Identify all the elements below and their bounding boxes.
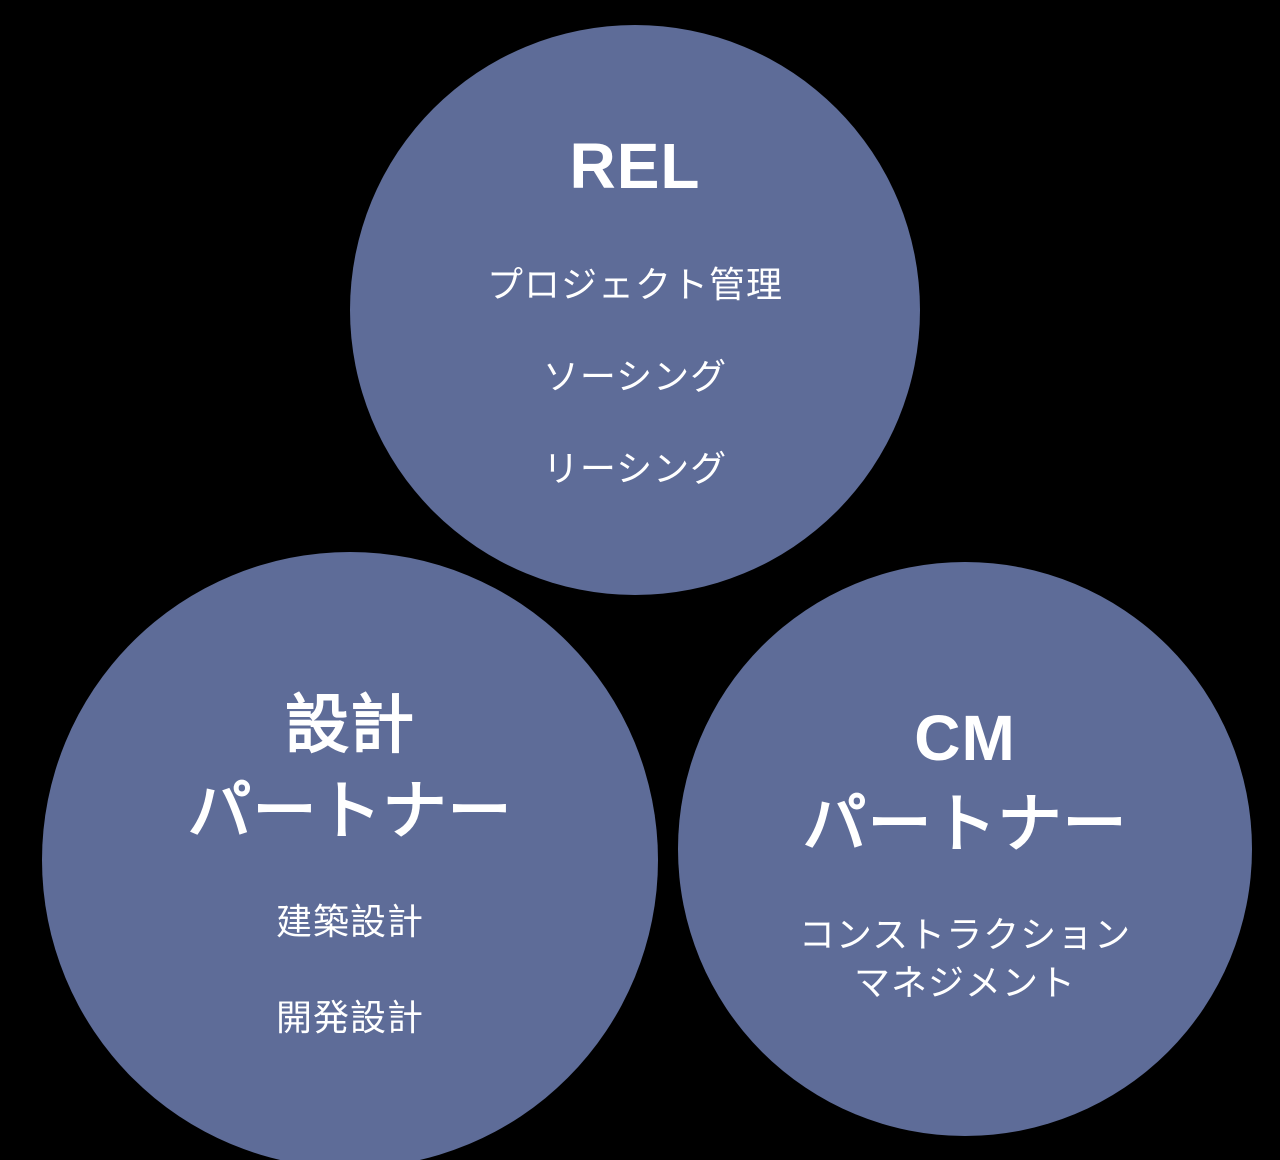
circle-rel: REL プロジェクト管理 ソーシング リーシング: [350, 25, 920, 595]
circle-cm-partner: CM パートナー コンストラクション マネジメント: [678, 562, 1252, 1136]
circle-cm-partner-item-construction-management: コンストラクション マネジメント: [799, 915, 1131, 1003]
circle-design-partner: 設計 パートナー 建築設計 開発設計: [42, 552, 658, 1160]
circle-design-partner-title: 設計 パートナー: [188, 682, 513, 854]
circle-rel-items: プロジェクト管理 ソーシング リーシング: [487, 265, 783, 489]
circle-design-partner-title-line1: 設計: [285, 689, 415, 761]
circle-cm-partner-title: CM パートナー: [803, 695, 1128, 867]
circle-design-partner-item-development-design: 開発設計: [275, 997, 424, 1038]
circle-design-partner-item-architectural-design: 建築設計: [275, 901, 424, 942]
circle-cm-partner-title-line1: CM: [914, 702, 1016, 774]
circle-rel-title: REL: [569, 130, 701, 202]
circle-design-partner-title-line2: パートナー: [187, 775, 513, 847]
circle-design-partner-items: 建築設計 開発設計: [276, 902, 424, 1038]
circle-cm-partner-title-line2: パートナー: [802, 788, 1128, 860]
circle-rel-item-project-management: プロジェクト管理: [486, 264, 783, 305]
circle-cm-partner-item-line1: コンストラクション: [798, 914, 1132, 955]
circle-rel-item-leasing: リーシング: [542, 448, 728, 489]
circle-rel-item-sourcing: ソーシング: [542, 356, 728, 397]
circle-cm-partner-items: コンストラクション マネジメント: [799, 915, 1131, 1003]
circle-cm-partner-item-line2: マネジメント: [853, 962, 1076, 1003]
